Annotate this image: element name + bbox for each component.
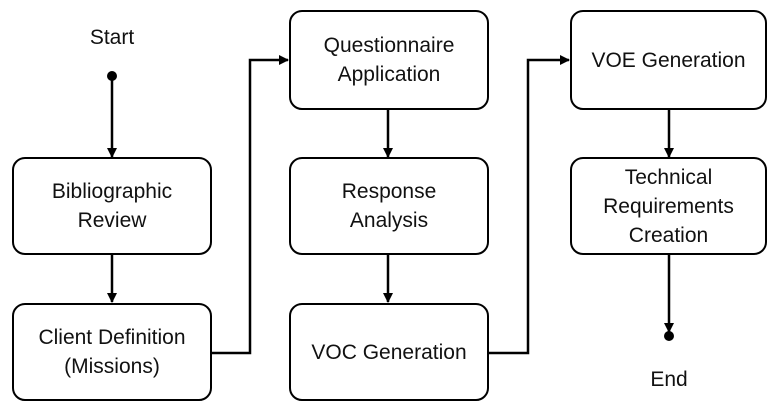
end-label: End bbox=[650, 368, 688, 391]
step-technical-requirements-creation: Technical Requirements Creation bbox=[570, 157, 767, 255]
step-bibliographic-review: Bibliographic Review bbox=[12, 157, 212, 255]
end-node bbox=[664, 331, 674, 341]
step-response-analysis: Response Analysis bbox=[289, 157, 489, 255]
step-voe-generation: VOE Generation bbox=[570, 10, 767, 110]
step-questionnaire-application: Questionnaire Application bbox=[289, 10, 489, 110]
step-client-definition: Client Definition (Missions) bbox=[12, 303, 212, 401]
arrow-client-to-questionnaire bbox=[212, 55, 289, 355]
start-label: Start bbox=[89, 26, 135, 49]
step-voc-generation: VOC Generation bbox=[289, 303, 489, 401]
arrow-voc-to-voe bbox=[488, 55, 570, 355]
